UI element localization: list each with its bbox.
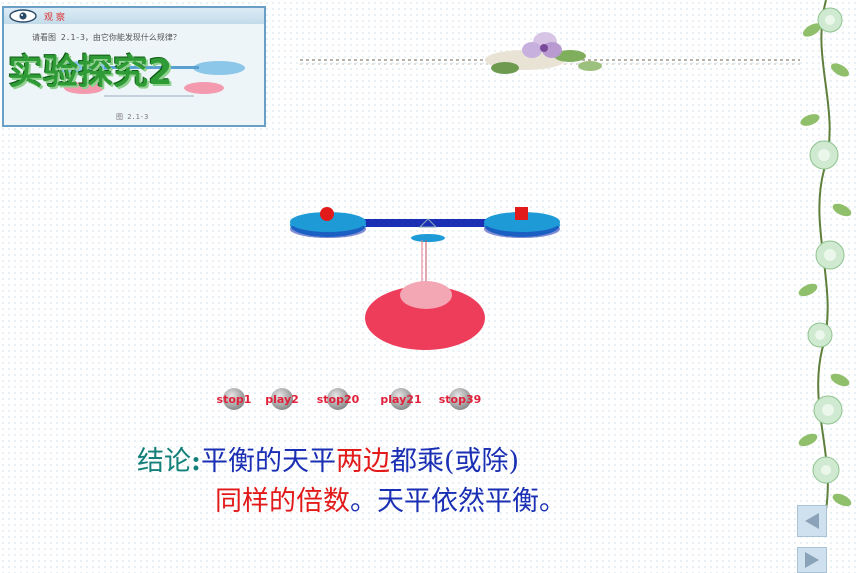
right-triangle-icon: [805, 552, 819, 568]
play21-button[interactable]: play21: [377, 386, 425, 412]
stop39-knob: [449, 388, 471, 410]
circle-weight: [320, 207, 334, 221]
stop20-knob: [327, 388, 349, 410]
stop1-label: stop1: [216, 392, 252, 406]
conclusion-colon: :: [191, 446, 201, 477]
previous-slide-button[interactable]: [797, 505, 827, 537]
balance-scale-figure: [290, 207, 560, 350]
stop39-label: stop39: [438, 392, 482, 406]
conclusion-part-5: 。天平依然平衡。: [350, 486, 566, 517]
scale-base: [365, 286, 485, 350]
play2-label: play2: [265, 392, 299, 406]
slide-title: 实验探究2: [8, 53, 173, 93]
eye-icon: [9, 9, 37, 23]
flower-vine-right: [798, 0, 852, 520]
play21-label: play21: [380, 392, 422, 406]
flower-garland-top: [300, 32, 800, 74]
conclusion-line-2: 同样的倍数。天平依然平衡。: [215, 482, 566, 522]
stop39-button[interactable]: stop39: [436, 386, 484, 412]
conclusion-text: 结论:平衡的天平两边都乘(或除) 同样的倍数。天平依然平衡。: [137, 442, 566, 522]
textbook-thumbnail: 观 察 请看图 2.1-3，由它你能发现什么规律？ 图 2.1-3: [2, 6, 266, 127]
conclusion-line-1: 结论:平衡的天平两边都乘(或除): [137, 442, 566, 482]
stop20-label: stop20: [316, 392, 360, 406]
conclusion-part-4: 同样的倍数: [215, 486, 350, 517]
pivot: [411, 234, 445, 242]
thumbnail-tag: 观 察: [44, 13, 65, 23]
square-weight: [515, 207, 528, 220]
conclusion-part-2: 两边: [335, 446, 390, 477]
stop1-button[interactable]: stop1: [214, 386, 254, 412]
play2-knob: [271, 388, 293, 410]
thumbnail-question: 请看图 2.1-3，由它你能发现什么规律？: [32, 33, 181, 42]
thumbnail-figure-label: 图 2.1-3: [116, 113, 149, 121]
play2-button[interactable]: play2: [262, 386, 302, 412]
play21-knob: [390, 388, 412, 410]
thumbnail-header: [4, 8, 264, 24]
stop20-button[interactable]: stop20: [314, 386, 362, 412]
animation-controls: stop1 play2 stop20 play21 stop39: [214, 386, 514, 416]
scale-beam: [350, 219, 500, 227]
thumbnail-balance-figure: [58, 61, 245, 97]
left-triangle-icon: [805, 513, 819, 529]
stop1-knob: [223, 388, 245, 410]
conclusion-prefix: 结论: [137, 446, 191, 477]
conclusion-part-3: 都乘(或除): [389, 446, 520, 477]
next-slide-button[interactable]: [797, 547, 827, 573]
conclusion-part-1: 平衡的天平: [200, 446, 336, 477]
